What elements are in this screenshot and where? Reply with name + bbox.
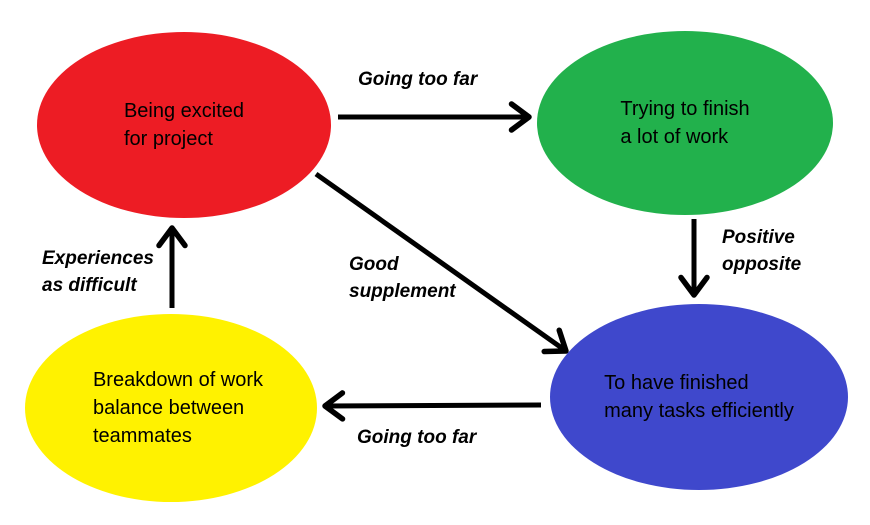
node-being-excited: Being excited for project	[37, 32, 331, 218]
edge-label-line: as difficult	[42, 275, 137, 296]
edge-label-going-too-far-top: Going too far	[358, 66, 477, 93]
node-label-line: balance between	[92, 397, 245, 419]
edge-label-positive-opposite: Positive opposite	[722, 224, 801, 278]
node-being-excited-label: Being excited for project	[124, 97, 244, 153]
node-label-line: for project	[123, 128, 213, 150]
node-label-line: Breakdown of work	[92, 369, 264, 391]
edge-label-experiences-as-difficult: Experiences as difficult	[42, 245, 154, 299]
node-trying-to-finish: Trying to finish a lot of work	[537, 31, 833, 215]
edge-label-line: Good	[349, 254, 399, 275]
edge-label-line: Going too far	[358, 69, 478, 90]
arrow-excited-to-finished	[314, 171, 569, 355]
edge-label-line: opposite	[722, 254, 802, 275]
edge-label-good-supplement: Good supplement	[349, 251, 456, 305]
node-label-line: a lot of work	[620, 126, 729, 148]
arrow-finished-to-breakdown	[322, 390, 542, 422]
node-work-breakdown-label: Breakdown of work balance between teamma…	[93, 366, 263, 450]
edge-label-line: supplement	[349, 281, 456, 302]
edge-label-line: Going too far	[357, 427, 477, 448]
edge-label-line: Experiences	[42, 248, 154, 269]
edge-label-line: Positive	[722, 227, 795, 248]
node-trying-to-finish-label: Trying to finish a lot of work	[620, 95, 749, 151]
node-work-breakdown: Breakdown of work balance between teamma…	[25, 314, 317, 502]
node-label-line: many tasks efficiently	[604, 400, 794, 422]
node-label-line: To have finished	[604, 372, 749, 394]
node-label-line: teammates	[92, 425, 192, 447]
node-finished-tasks-label: To have finished many tasks efficiently	[604, 369, 794, 425]
node-finished-tasks: To have finished many tasks efficiently	[550, 304, 848, 490]
node-label-line: Being excited	[123, 100, 245, 122]
edge-label-going-too-far-bottom: Going too far	[357, 424, 476, 451]
node-label-line: Trying to finish	[620, 98, 750, 120]
